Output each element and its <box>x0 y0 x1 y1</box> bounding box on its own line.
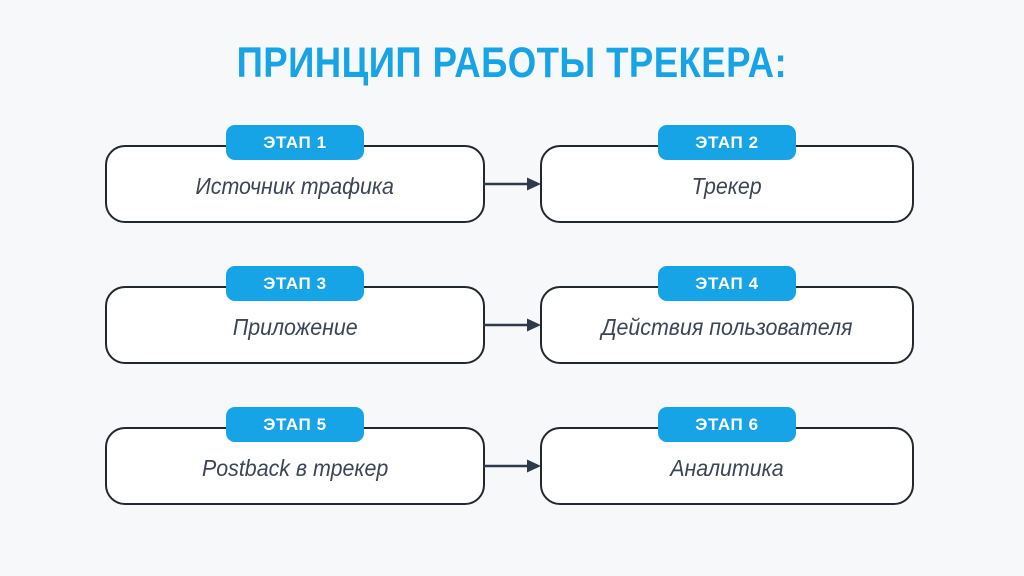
diagram-row-2: ЭТАП 3 Приложение ЭТАП 4 Действия пользо… <box>0 266 1024 364</box>
page-title-text: ПРИНЦИП РАБОТЫ ТРЕКЕРА: <box>236 39 788 87</box>
page-title: ПРИНЦИП РАБОТЫ ТРЕКЕРА: <box>0 42 1024 85</box>
stage-box-5: ЭТАП 5 Postback в трекер <box>105 407 485 505</box>
diagram-row-1: ЭТАП 1 Источник трафика ЭТАП 2 Трекер <box>0 125 1024 223</box>
stage-badge-4: ЭТАП 4 <box>658 266 796 301</box>
stage-badge-6: ЭТАП 6 <box>658 407 796 442</box>
stage-box-6: ЭТАП 6 Аналитика <box>540 407 914 505</box>
stage-badge-label: ЭТАП 1 <box>263 132 327 152</box>
stage-badge-2: ЭТАП 2 <box>658 125 796 160</box>
stage-label: Трекер <box>691 172 763 199</box>
arrow-right-icon <box>483 177 541 191</box>
stage-badge-1: ЭТАП 1 <box>226 125 364 160</box>
diagram-row-3: ЭТАП 5 Postback в трекер ЭТАП 6 Аналитик… <box>0 407 1024 505</box>
stage-badge-label: ЭТАП 5 <box>263 414 327 434</box>
stage-label: Аналитика <box>670 454 784 481</box>
stage-label: Источник трафика <box>195 172 395 199</box>
stage-box-1: ЭТАП 1 Источник трафика <box>105 125 485 223</box>
stage-badge-label: ЭТАП 6 <box>695 414 759 434</box>
stage-badge-label: ЭТАП 3 <box>263 273 327 293</box>
stage-box-2: ЭТАП 2 Трекер <box>540 125 914 223</box>
stage-label: Postback в трекер <box>201 454 389 481</box>
stage-badge-label: ЭТАП 2 <box>695 132 759 152</box>
stage-box-3: ЭТАП 3 Приложение <box>105 266 485 364</box>
stage-badge-label: ЭТАП 4 <box>695 273 759 293</box>
stage-label: Приложение <box>232 313 358 340</box>
stage-label: Действия пользователя <box>601 313 853 340</box>
stage-badge-3: ЭТАП 3 <box>226 266 364 301</box>
stage-badge-5: ЭТАП 5 <box>226 407 364 442</box>
arrow-right-icon <box>483 459 541 473</box>
arrow-right-icon <box>483 318 541 332</box>
stage-box-4: ЭТАП 4 Действия пользователя <box>540 266 914 364</box>
